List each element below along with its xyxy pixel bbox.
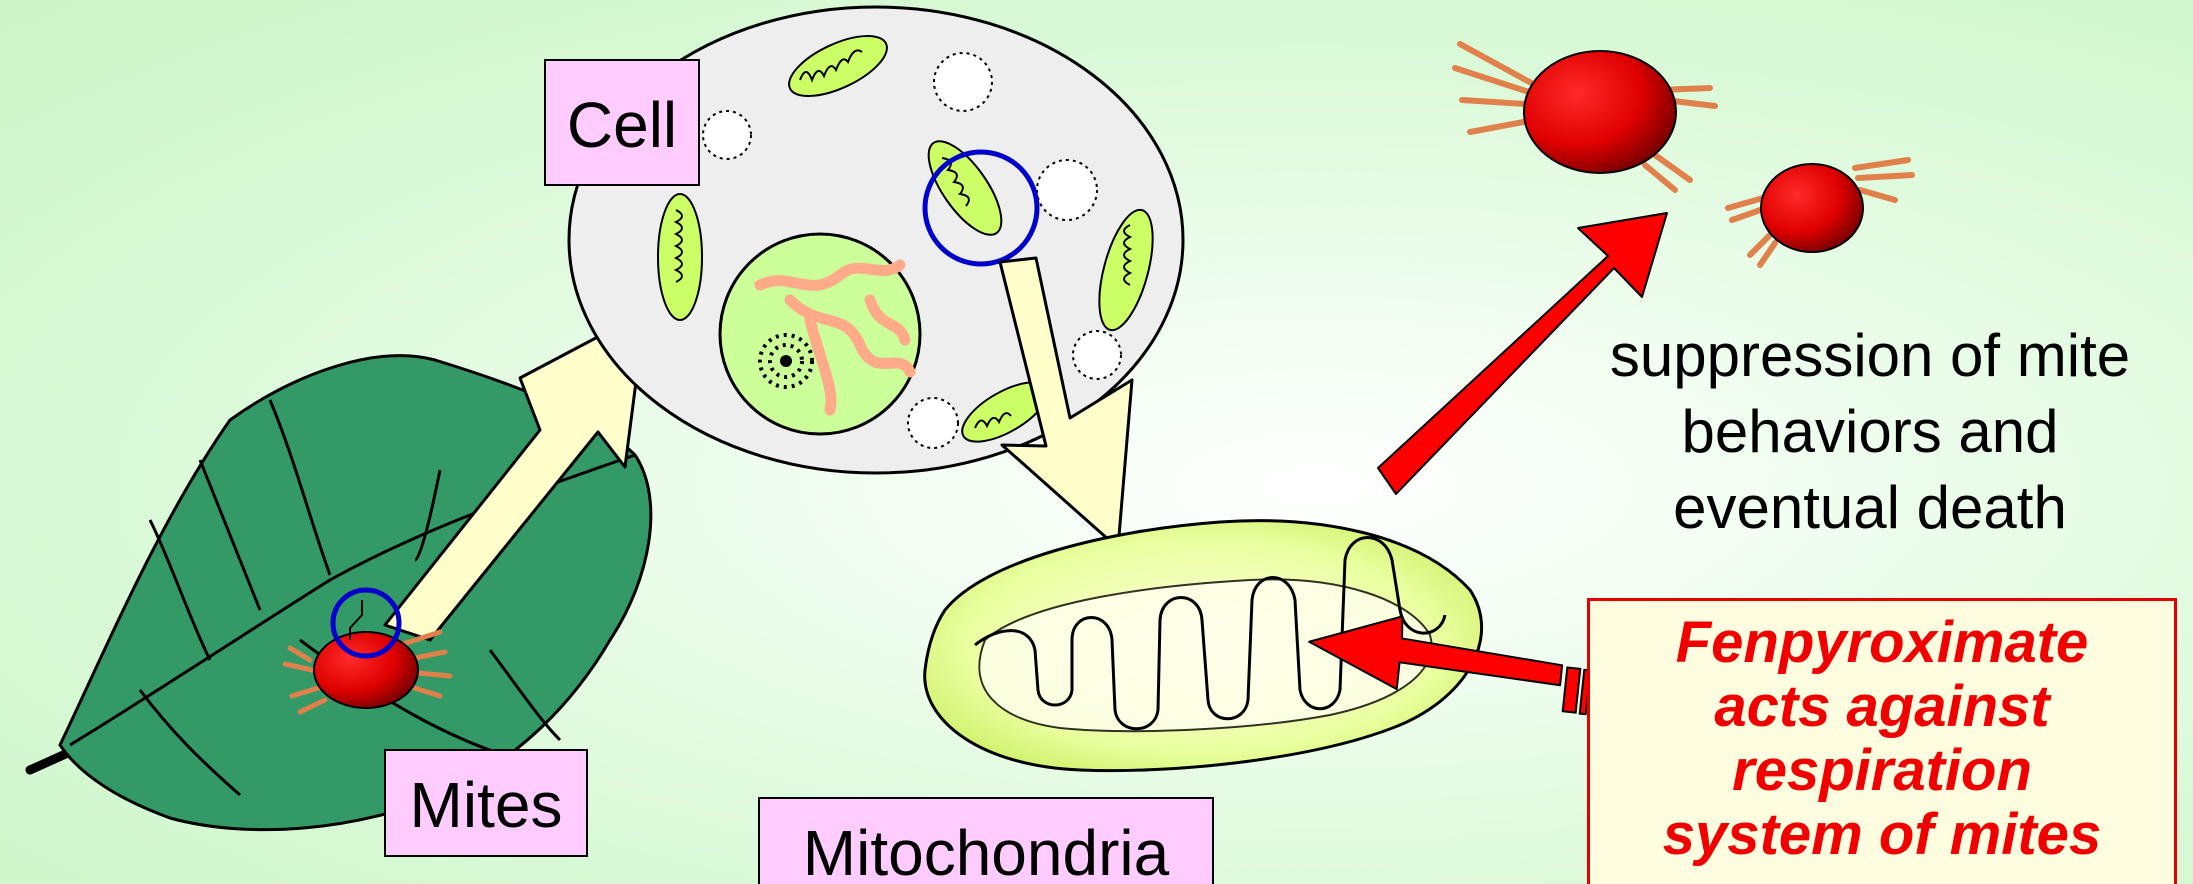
action-line: Fenpyroximate [1675,610,2089,675]
mites-label: Mites [384,749,588,857]
action-line: acts against [1714,674,2050,739]
action-callout: Fenpyroximate acts against respiration s… [1587,598,2177,884]
mitochondria-label: Mitochondria [758,797,1214,884]
outcome-text: suppression of mite behaviors and eventu… [1560,318,2180,546]
dying-mite-large [1452,41,1718,193]
outcome-arrow [1377,212,1668,495]
action-line: respiration [1732,738,2032,803]
zoom-arrow-leaf-to-cell [383,310,647,642]
action-line: system of mites [1662,802,2102,867]
cell-label: Cell [544,59,700,186]
zoom-arrow-cell-to-mitochondria [998,256,1134,550]
mite-on-leaf [282,587,453,715]
mitochondrion-illustration [923,519,1484,773]
outcome-line: suppression of mite [1609,322,2131,389]
action-arrow [1308,615,1592,716]
outcome-line: behaviors and [1681,398,2059,465]
dying-mite-small [1725,157,1915,268]
outcome-line: eventual death [1673,474,2067,541]
